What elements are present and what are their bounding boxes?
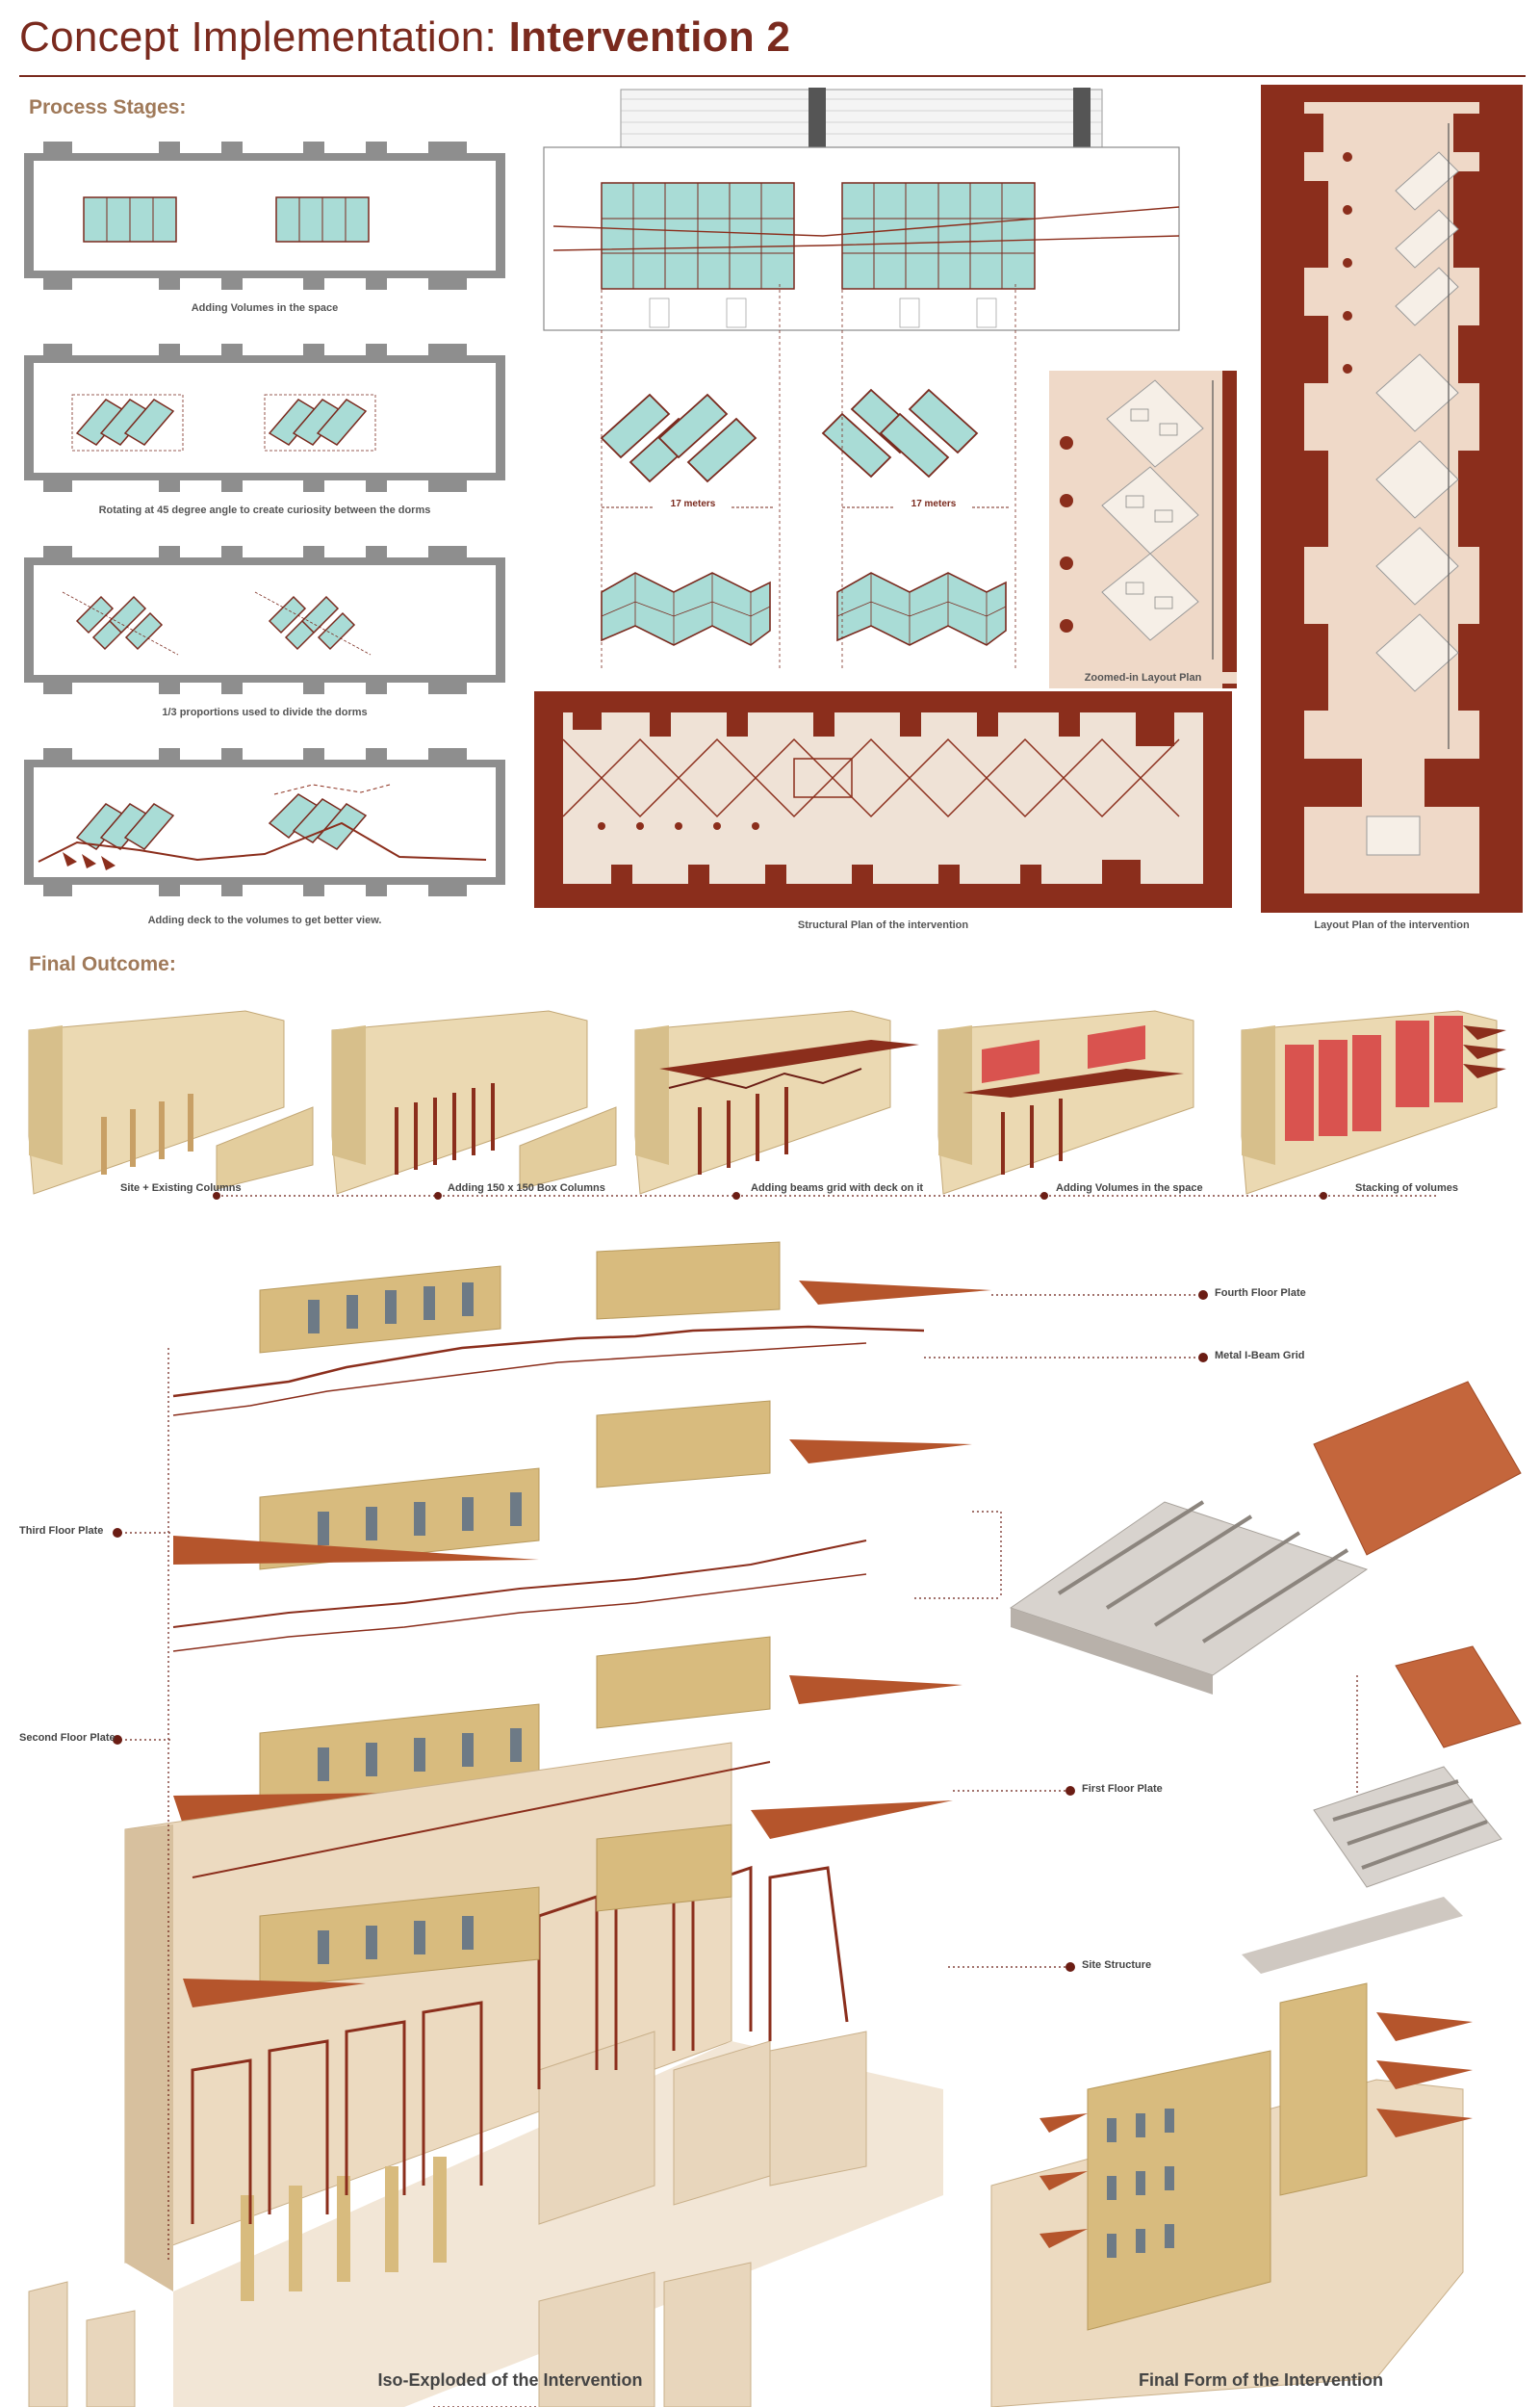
final-step-2-label: Adding 150 x 150 Box Columns xyxy=(448,1182,605,1194)
label-fourth-floor-plate: Fourth Floor Plate xyxy=(1215,1287,1306,1299)
title-bold: Intervention 2 xyxy=(508,13,791,61)
rotated-volume-plans xyxy=(600,388,979,483)
zoomed-layout-plan xyxy=(1049,371,1237,688)
layout-plan xyxy=(1261,85,1523,913)
final-steps-renders xyxy=(28,1010,1506,1195)
stage-3-diagram xyxy=(24,546,505,694)
stage-4-caption: Adding deck to the volumes to get better… xyxy=(147,915,382,926)
site-structure xyxy=(28,1742,953,2407)
step-1-render xyxy=(28,1010,314,1195)
label-second-floor-plate: Second Floor Plate xyxy=(19,1732,116,1744)
fourth-floor-level xyxy=(259,1241,991,1354)
stage-2-caption: Rotating at 45 degree angle to create cu… xyxy=(98,505,431,516)
stage-1-diagram xyxy=(24,142,505,290)
final-heading: Final Outcome: xyxy=(29,953,176,975)
title-divider xyxy=(19,75,1526,77)
final-form-render xyxy=(990,1897,1473,2407)
exploded-axonometric xyxy=(28,1241,1522,2407)
title-regular: Concept Implementation: xyxy=(19,13,498,61)
caption-final-form: Final Form of the Intervention xyxy=(1138,2370,1383,2390)
stage-4-diagram xyxy=(24,748,505,896)
step-4-render xyxy=(937,1010,1194,1195)
roof-structure-large xyxy=(1009,1500,1369,1695)
roof-tiles-large xyxy=(1313,1381,1522,1556)
structural-plan-caption: Structural Plan of the intervention xyxy=(797,919,969,931)
layout-plan-caption: Layout Plan of the intervention xyxy=(1314,919,1470,931)
zoomed-plan-caption: Zoomed-in Layout Plan xyxy=(1049,672,1237,684)
final-step-5-label: Stacking of volumes xyxy=(1355,1182,1458,1194)
roof-structure-small xyxy=(1313,1766,1502,1888)
section-elevation-drawing xyxy=(543,88,1180,331)
stage-1-caption: Adding Volumes in the space xyxy=(191,302,339,314)
page-title: Concept Implementation: Intervention 2 xyxy=(19,13,790,62)
final-step-4-label: Adding Volumes in the space xyxy=(1056,1182,1203,1194)
label-third-floor-plate: Third Floor Plate xyxy=(19,1525,104,1537)
step-2-render xyxy=(331,1010,617,1195)
caption-iso-exploded: Iso-Exploded of the Intervention xyxy=(377,2370,643,2390)
label-first-floor-plate: First Floor Plate xyxy=(1082,1783,1163,1795)
structural-plan xyxy=(534,691,1232,908)
label-site-structure: Site Structure xyxy=(1082,1959,1152,1971)
dimension-label-right: 17 meters xyxy=(895,499,972,509)
stage-3-caption: 1/3 proportions used to divide the dorms xyxy=(162,707,368,718)
final-steps-timeline xyxy=(213,1192,1439,1200)
roof-tiles-small xyxy=(1395,1645,1522,1748)
projection-guides xyxy=(601,284,1016,669)
final-step-3-label: Adding beams grid with deck on it xyxy=(751,1182,924,1194)
label-metal-ibeam-grid: Metal I-Beam Grid xyxy=(1215,1350,1305,1361)
step-3-render xyxy=(634,1010,919,1195)
process-heading: Process Stages: xyxy=(29,96,187,118)
ibeam-grid-upper xyxy=(172,1325,925,1398)
dimension-label-left: 17 meters xyxy=(654,499,732,509)
final-step-1-label: Site + Existing Columns xyxy=(120,1182,242,1194)
step-5-render xyxy=(1241,1010,1506,1195)
iso-volumes-drawing xyxy=(601,572,1007,646)
stage-2-diagram xyxy=(24,344,505,492)
third-floor-level xyxy=(173,1400,972,1570)
